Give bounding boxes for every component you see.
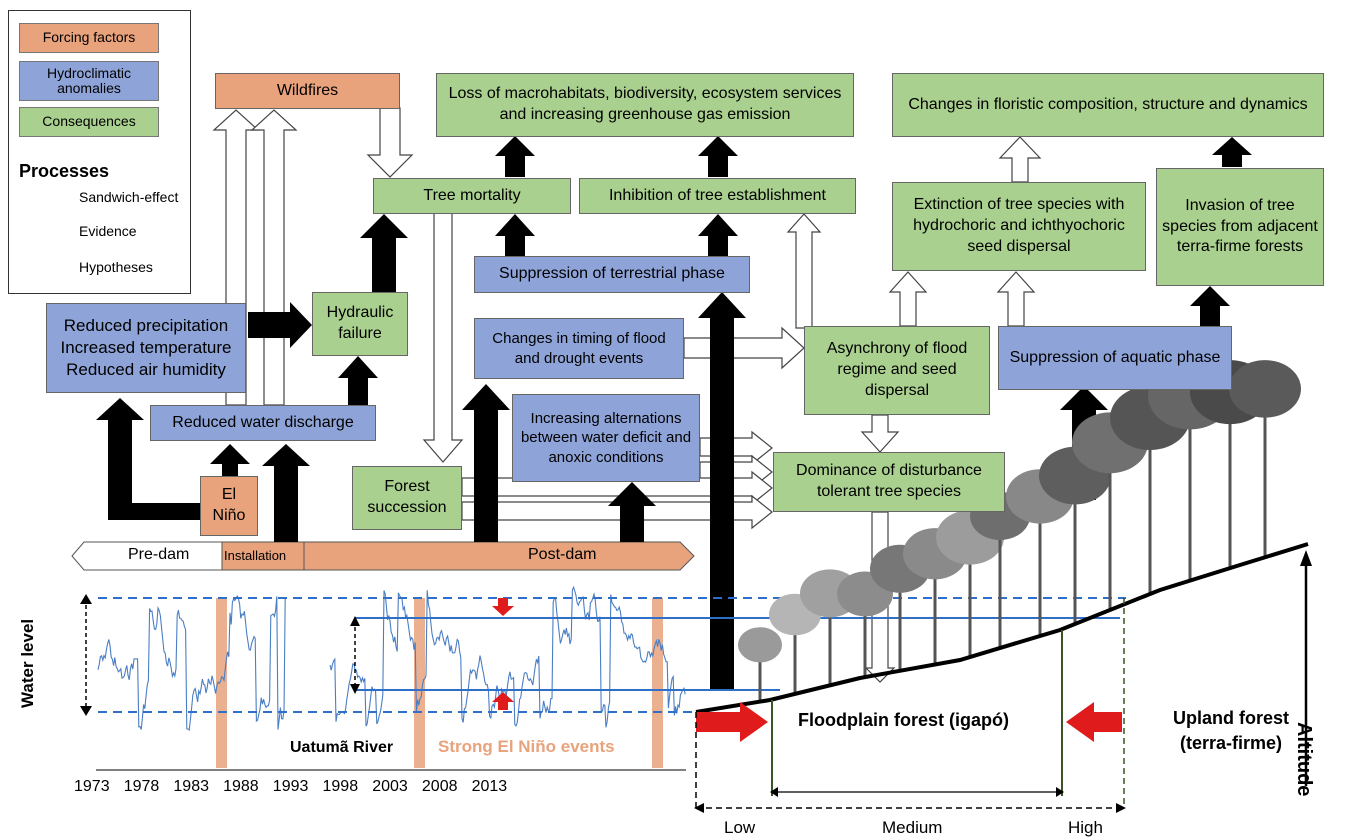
elnino-bar-2016 [652, 598, 663, 768]
sandwich-arrow-top [492, 598, 514, 616]
arrow-terrestrial-to-mortality [495, 214, 535, 256]
timeline-arrow [71, 541, 695, 571]
legend-evidence-label: Evidence [79, 223, 137, 239]
sandwich-arrow-right [1066, 702, 1122, 742]
arrow-discharge-to-wildfires-2 [250, 109, 298, 406]
legend-hydroclimatic-anomalies: Hydroclimatic anomalies [19, 61, 159, 101]
sandwich-arrow-left [696, 702, 768, 742]
arrow-timing-to-asynchrony [683, 326, 805, 370]
high-label: High [1068, 818, 1103, 837]
arrow-asynchrony-to-extinction [888, 271, 928, 327]
year-tick-label: 1993 [272, 778, 309, 795]
legend-processes-title: Processes [19, 161, 110, 181]
reduced-precipitation-box: Reduced precipitation Increased temperat… [46, 303, 246, 393]
changes-timing-box: Changes in timing of flood and drought e… [474, 318, 684, 379]
year-tick-label: 1973 [74, 778, 110, 795]
upland-label: Upland forest (terra-firme) [1172, 708, 1289, 754]
extinction-box: Extinction of tree species with hydrocho… [892, 182, 1146, 271]
legend-forcing-factors: Forcing factors [19, 23, 159, 53]
elnino-bar-1998 [414, 598, 425, 768]
legend-consequences: Consequences [19, 107, 159, 137]
elnino-bar-1983 [216, 598, 227, 768]
altitude-label: Altitude [1293, 722, 1315, 797]
loss-box: Loss of macrohabitats, biodiversity, eco… [436, 73, 854, 137]
water-level-plot [80, 585, 1126, 771]
arrow-hydraulic-to-mortality [360, 214, 408, 292]
arrow-inhibition-to-loss [698, 136, 738, 177]
legend: Forcing factors Hydroclimatic anomalies … [8, 10, 191, 294]
arrow-postdam-to-alternations [462, 384, 510, 542]
arrow-discharge-to-hydraulic [338, 356, 378, 405]
floodplain-label: Floodplain forest (igapó) [798, 710, 1009, 730]
year-tick-label: 1983 [173, 778, 209, 795]
arrow-asynchrony-to-inhibition [786, 213, 822, 329]
forest-profile [694, 360, 1312, 813]
dominance-box: Dominance of disturbance tolerant tree s… [773, 452, 1005, 512]
water-level-series-pre-dam [97, 594, 286, 732]
forest-succession-box: Forest succession [352, 466, 462, 530]
river-label: Uatumã River [290, 739, 394, 756]
year-tick-label: 2003 [372, 778, 408, 795]
sandwich-arrow-bottom [492, 692, 514, 710]
suppression-aquatic-box: Suppression of aquatic phase [998, 326, 1232, 390]
low-label: Low [724, 818, 756, 837]
arrow-mortality-to-succession [422, 212, 464, 463]
arrow-asynchrony-to-dominance [860, 414, 900, 453]
asynchrony-box: Asynchrony of flood regime and seed disp… [804, 326, 990, 415]
hydraulic-failure-box: Hydraulic failure [312, 292, 408, 356]
arrow-waterlevel-to-terrestrial [698, 292, 746, 690]
floristic-box: Changes in floristic composition, struct… [892, 73, 1324, 137]
year-tick-label: 1998 [322, 778, 359, 795]
arrow-aquatic-to-invasion [1190, 286, 1230, 326]
year-tick-label: 2008 [421, 778, 458, 795]
el-nino-events-label: Strong El Niño events [438, 737, 615, 756]
arrow-discharge-to-wildfires-1 [212, 109, 260, 406]
post-dam-label: Post-dam [528, 546, 597, 563]
year-tick-label: 1978 [123, 778, 160, 795]
el-nino-box: El Niño [200, 476, 258, 536]
ground-profile-line [695, 542, 1309, 714]
arrow-mortality-to-loss [495, 136, 535, 177]
year-tick-label: 1988 [223, 778, 259, 795]
suppression-terrestrial-box: Suppression of terrestrial phase [474, 256, 750, 293]
arrow-installation-to-discharge [262, 444, 310, 542]
arrow-elnino-to-precipitation [96, 398, 200, 520]
wildfires-box: Wildfires [215, 73, 400, 109]
year-tick-label: 2013 [471, 778, 508, 795]
alternations-box: Increasing alternations between water de… [512, 394, 700, 482]
reduced-discharge-box: Reduced water discharge [150, 405, 376, 441]
arrow-invasion-to-floristic [1212, 137, 1252, 167]
legend-sandwich-label: Sandwich-effect [79, 189, 179, 205]
arrow-wildfires-to-mortality [366, 107, 414, 178]
water-level-axis-label: Water level [18, 618, 37, 708]
arrow-postdam-to-alternations-2 [608, 482, 656, 542]
arrow-precipitation-to-hydraulic [248, 302, 312, 348]
pre-dam-label: Pre-dam [128, 546, 190, 563]
arrow-succession-to-dominance-2 [461, 494, 773, 530]
arrow-terrestrial-to-inhibition [698, 214, 738, 256]
installation-label: Installation [224, 548, 287, 563]
tree-mortality-box: Tree mortality [373, 178, 571, 214]
medium-label: Medium [882, 818, 943, 837]
arrow-aquatic-to-extinction [996, 271, 1036, 327]
inhibition-box: Inhibition of tree establishment [579, 178, 856, 214]
legend-hypotheses-label: Hypotheses [79, 259, 153, 275]
arrow-elnino-to-discharge [210, 444, 250, 476]
arrow-extinction-to-floristic [998, 136, 1042, 183]
invasion-box: Invasion of tree species from adjacent t… [1156, 168, 1324, 286]
